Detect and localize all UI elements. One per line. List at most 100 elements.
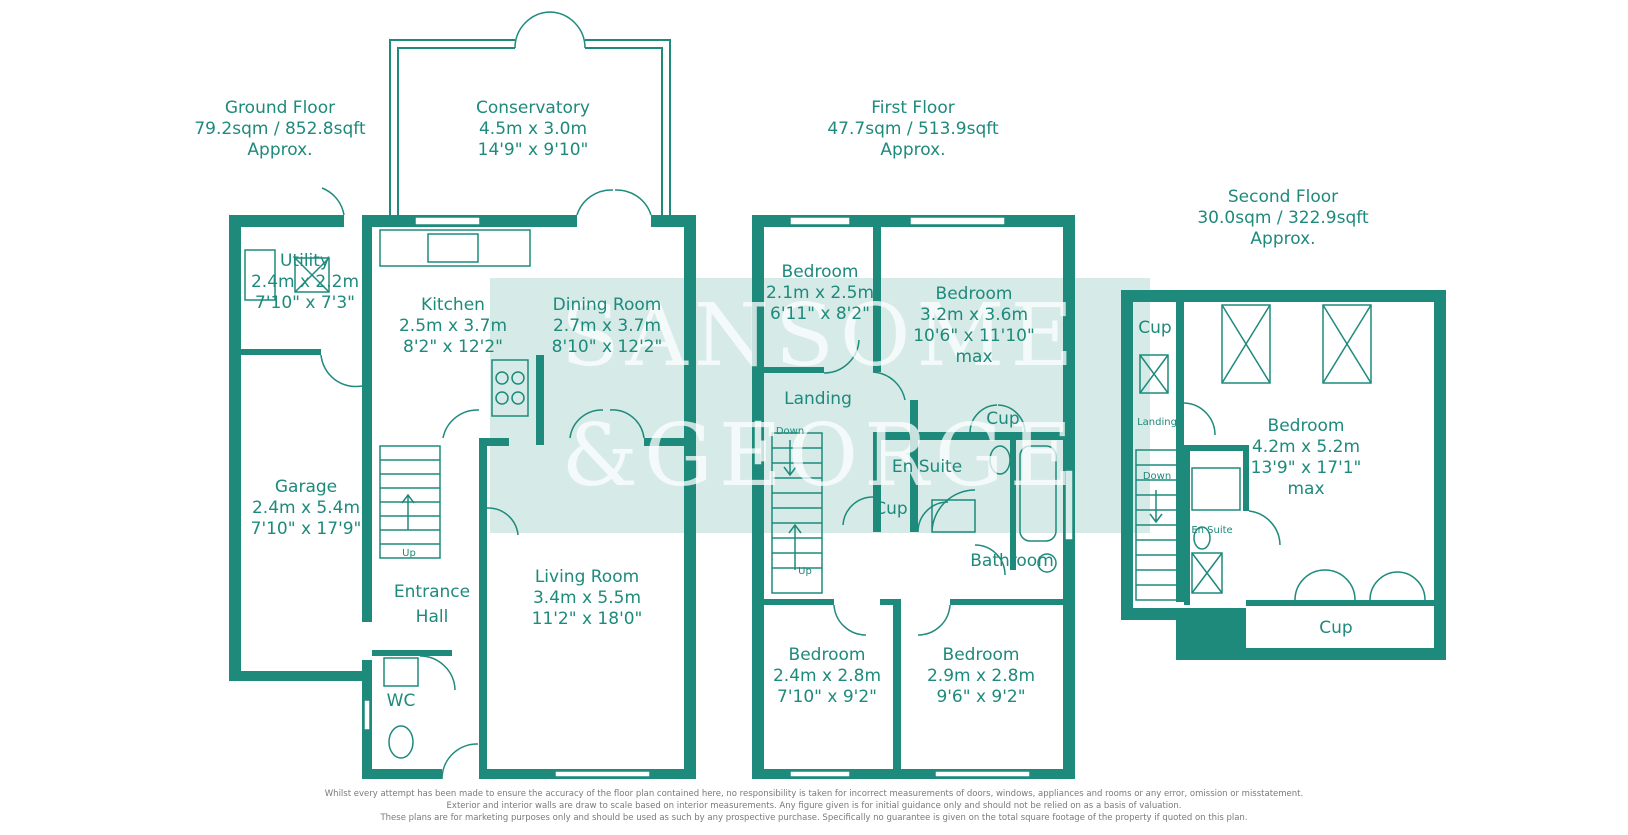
hob-ring [495, 391, 509, 405]
ff-bed3-name: Bedroom [789, 645, 866, 665]
living-top-wall-a [479, 438, 509, 446]
ff-stairs-down: Down [776, 426, 804, 437]
sf-cup-top [1246, 600, 1434, 606]
garage-left-wall [229, 215, 241, 681]
sf-cup1-name: Cup [1138, 318, 1171, 338]
sf-bottom-wall [1176, 648, 1446, 660]
wc-toilet [388, 725, 414, 759]
hob-ring [495, 371, 509, 385]
ff-window-3 [789, 770, 851, 778]
hall-door [442, 409, 480, 439]
ff-landing-window [753, 419, 763, 466]
dining-name: Dining Room [553, 295, 662, 315]
kitchen-dining-wall [536, 355, 544, 445]
sf-cup-appliance-cross [1139, 354, 1169, 394]
sf-ensuite-door [1248, 510, 1281, 546]
ff-window-4 [934, 770, 1031, 778]
garage-imperial: 7'10" x 17'9" [251, 519, 362, 539]
sf-skylight-1-cross [1221, 304, 1271, 384]
ff-cup-wall [910, 400, 918, 440]
watermark-line-2: &GEORGE [562, 406, 1079, 506]
sf-left-wall [1121, 290, 1133, 620]
first-floor-plan [752, 215, 1075, 779]
ff-cup1-name: Cup [986, 409, 1019, 429]
sf-ensuite-name: En Suite [1191, 525, 1232, 536]
ff-landing-name: Landing [784, 389, 852, 409]
ff-bed1-bottom [764, 367, 824, 373]
first-floor-title: First Floor [871, 98, 954, 118]
ground-floor-approx: Approx. [247, 140, 312, 160]
ff-bath-tub [1019, 445, 1057, 542]
sf-ensuite-toilet [1193, 526, 1211, 550]
living-window [554, 770, 651, 778]
ff-bed4-metric: 2.9m x 2.8m [927, 666, 1035, 686]
kitchen-window [414, 216, 481, 226]
ff-cup-doors [969, 404, 1026, 433]
conservatory-imperial: 14'9" x 9'10" [478, 140, 589, 160]
ff-bath-window [1064, 469, 1074, 541]
kitchen-sink [427, 233, 479, 263]
kitchen-worktop [379, 229, 531, 267]
ff-bed3-4-divider [893, 599, 901, 769]
ff-bed-divider [873, 227, 881, 372]
ff-bed1-door [823, 339, 860, 374]
sf-bed-metric: 4.2m x 5.2m [1252, 437, 1360, 457]
ff-ensuite-top [873, 432, 918, 440]
second-floor-approx: Approx. [1250, 229, 1315, 249]
utility-back-door [321, 187, 345, 216]
garage-name: Garage [275, 477, 337, 497]
ff-window-2 [909, 216, 1006, 226]
sf-landing-name: Landing [1137, 417, 1177, 428]
first-floor-approx: Approx. [880, 140, 945, 160]
living-metric: 3.4m x 5.5m [533, 588, 641, 608]
hob-ring [511, 391, 525, 405]
utility-sink [244, 249, 276, 301]
utility-top-wall [229, 215, 344, 227]
sf-ensuite-left [1184, 445, 1190, 605]
disclaimer-line-3: These plans are for marketing purposes o… [379, 813, 1247, 823]
wc-basin [383, 657, 419, 687]
ground-floor-title: Ground Floor [225, 98, 335, 118]
wc-top-wall [372, 650, 452, 656]
wc-door [419, 655, 456, 691]
ff-bed4-imperial: 9'6" x 9'2" [936, 687, 1025, 707]
living-door [486, 507, 519, 536]
ff-bed3-imperial: 7'10" x 9'2" [777, 687, 877, 707]
ff-bed-top-mid [880, 599, 898, 605]
living-left-wall [479, 438, 487, 779]
ff-bed1-imperial: 6'11" x 8'2" [770, 304, 870, 324]
floor-headings: Ground Floor 79.2sqm / 852.8sqft Approx.… [194, 98, 1369, 249]
ground-floor-area: 79.2sqm / 852.8sqft [194, 119, 366, 139]
wc-window [363, 699, 371, 731]
living-imperial: 11'2" x 18'0" [532, 609, 643, 629]
sf-bed-name: Bedroom [1268, 416, 1345, 436]
ff-bed1-metric: 2.1m x 2.5m [766, 283, 874, 303]
ff-cup2-name: Cup [874, 499, 907, 519]
sf-ensuite-unit [1191, 552, 1223, 594]
sf-ensuite-unit-cross [1191, 552, 1223, 594]
sf-shower [1191, 467, 1241, 511]
ff-bath-door [974, 544, 1006, 576]
kitchen-name: Kitchen [421, 295, 485, 315]
wc-bottom-wall [362, 769, 442, 779]
kitchen-imperial: 8'2" x 12'2" [403, 337, 503, 357]
utility-name: Utility [280, 251, 330, 271]
sf-skylight-2 [1322, 304, 1372, 384]
garage-bottom-wall [241, 671, 364, 681]
watermark: SANSOME &GEORGE [490, 278, 1150, 533]
ff-bed4-name: Bedroom [943, 645, 1020, 665]
living-top-wall-b [644, 438, 694, 446]
sf-stairs [1135, 449, 1179, 601]
utility-garage-wall [241, 349, 321, 355]
ff-ensuite-name: En Suite [892, 457, 962, 477]
sf-skylight-1 [1221, 304, 1271, 384]
ff-bed3-metric: 2.4m x 2.8m [773, 666, 881, 686]
sf-cup2-name: Cup [1319, 618, 1352, 638]
ff-bed3-door [833, 604, 867, 636]
utility-appliance [294, 257, 330, 293]
sf-landing-wall [1176, 302, 1184, 602]
disclaimer-line-2: Exterior and interior walls are draw to … [447, 801, 1182, 811]
conservatory-wall [389, 39, 671, 215]
ff-bed2-name: Bedroom [936, 284, 1013, 304]
